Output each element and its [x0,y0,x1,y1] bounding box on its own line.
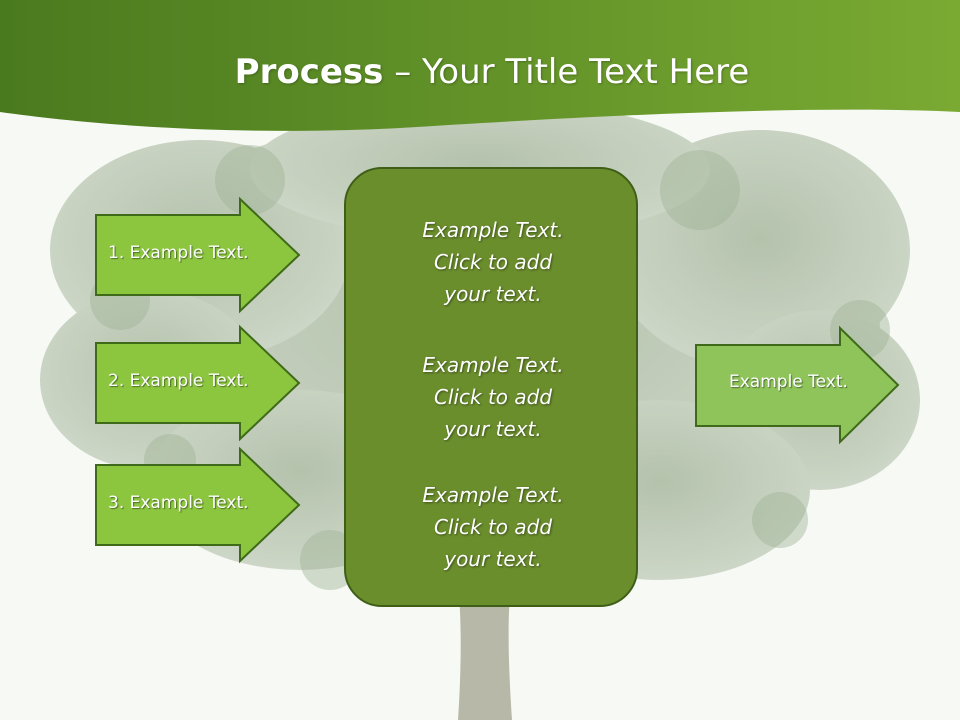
arrow-result[interactable]: Example Text. [695,325,900,445]
center-text-item-3[interactable]: Example Text. Click to add your text. [346,479,640,575]
center-item-3-line-2: Click to add [433,515,553,539]
arrow-step-3-label: 3. Example Text. [108,493,249,513]
arrow-step-2[interactable]: 2. Example Text. [95,324,301,442]
arrow-result-label: Example Text. [729,372,848,392]
arrow-step-1[interactable]: 1. Example Text. [95,196,301,314]
arrow-step-2-shape [95,324,301,442]
center-item-3-line-3: your text. [444,547,542,571]
arrow-step-3-shape [95,446,301,564]
center-text-item-1[interactable]: Example Text. Click to add your text. [346,214,640,310]
arrow-step-1-label: 1. Example Text. [108,243,249,263]
page-title: Process – Your Title Text Here [0,52,960,92]
center-text-item-2[interactable]: Example Text. Click to add your text. [346,349,640,445]
center-item-2-line-1: Example Text. [422,353,564,377]
arrow-step-1-shape [95,196,301,314]
center-item-1-line-2: Click to add [433,250,553,274]
title-strong: Process [234,52,384,92]
title-dash: – [383,52,423,92]
center-item-2-line-3: your text. [444,417,542,441]
title-rest: Your Title Text Here [422,52,750,92]
center-text-box[interactable]: Example Text. Click to add your text. Ex… [344,167,638,607]
arrow-step-2-label: 2. Example Text. [108,371,249,391]
header-band [0,0,960,131]
center-item-1-line-3: your text. [444,282,542,306]
arrow-step-3[interactable]: 3. Example Text. [95,446,301,564]
center-item-1-line-1: Example Text. [422,218,564,242]
arrow-result-shape [695,325,900,445]
center-item-3-line-1: Example Text. [422,483,564,507]
center-item-2-line-2: Click to add [433,385,553,409]
